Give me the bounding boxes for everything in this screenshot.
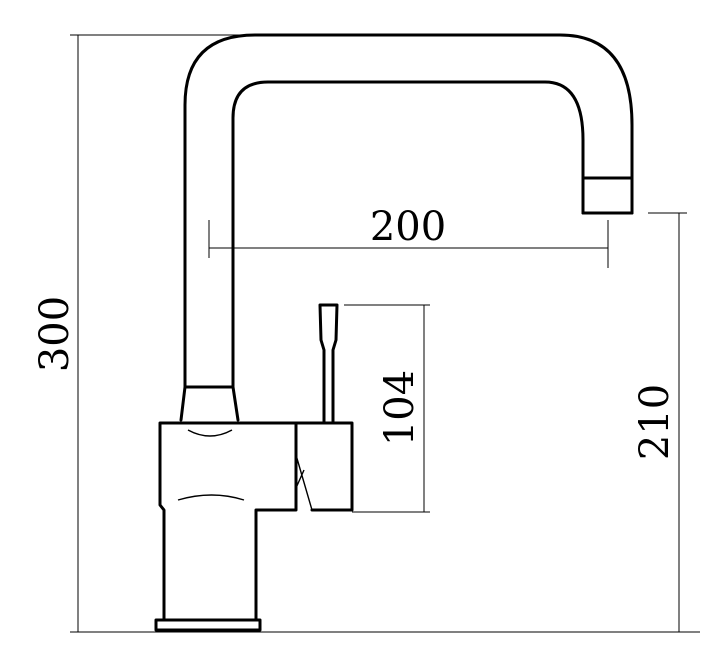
spout-collar <box>179 385 240 422</box>
dim-label-300: 300 <box>32 296 78 372</box>
cartridge-slant <box>295 454 313 511</box>
dim-label-210: 210 <box>632 384 678 460</box>
body-arc-lower <box>177 494 245 501</box>
dimension-lever-height: 104 <box>344 304 430 513</box>
spout-inner-contour <box>231 80 585 389</box>
faucet <box>154 33 634 632</box>
dimension-spout-height: 210 <box>632 212 687 632</box>
cartridge-housing <box>294 421 354 512</box>
base-plate <box>154 618 262 632</box>
lever-handle <box>318 303 339 425</box>
body-arc-upper <box>187 429 233 437</box>
dim-label-104: 104 <box>377 370 423 446</box>
spout-outer-contour <box>183 33 634 389</box>
aerator-tip <box>581 176 634 215</box>
dimension-spout-reach: 200 <box>208 204 609 268</box>
dim-label-200: 200 <box>370 204 446 250</box>
faucet-body <box>158 421 298 622</box>
dimension-total-height: 300 <box>32 34 700 633</box>
